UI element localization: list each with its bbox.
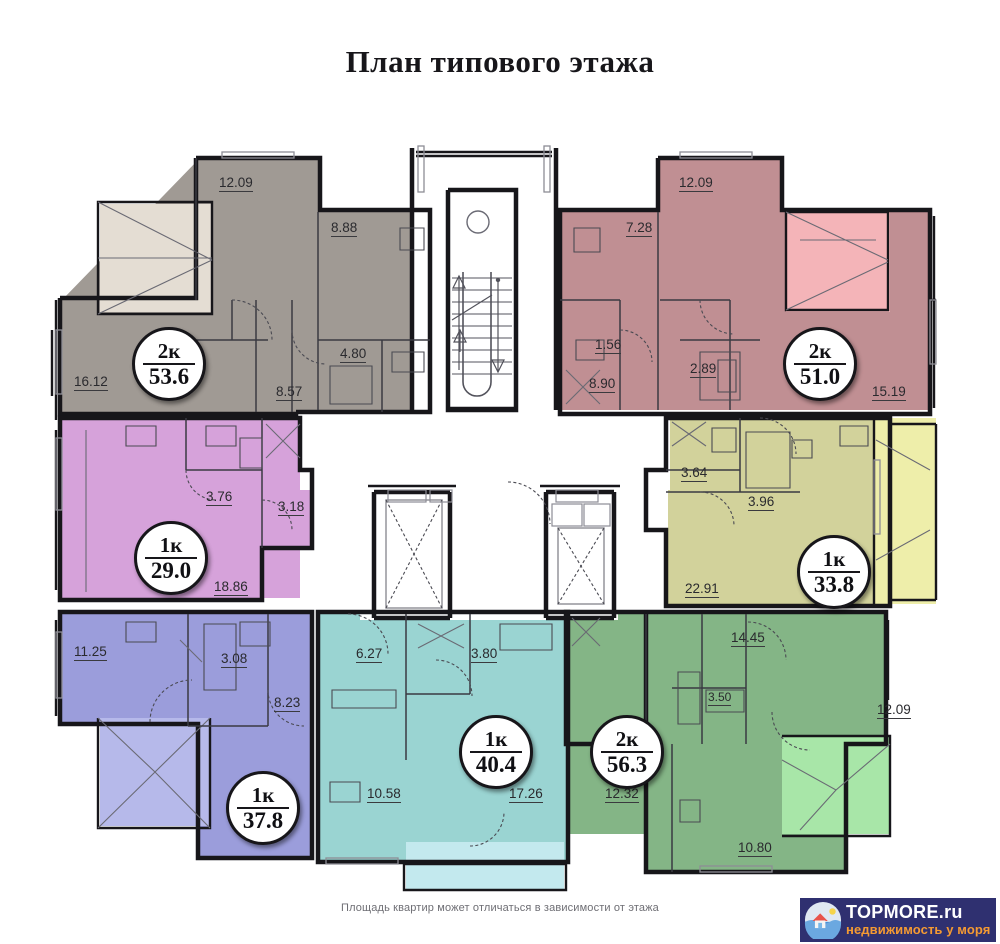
room-area-label: 4.80 bbox=[340, 346, 367, 363]
apartment-badge-bottom-left[interactable]: 1к 37.8 bbox=[226, 771, 300, 845]
badge-divider bbox=[145, 556, 197, 559]
badge-divider bbox=[143, 362, 195, 365]
elevator-shafts bbox=[385, 481, 611, 609]
badge-divider bbox=[808, 570, 860, 573]
watermark-text: TOPMORE.ru недвижимость у моря bbox=[846, 902, 991, 938]
apt-top-right-balcony bbox=[786, 212, 890, 312]
room-area-label: 6.27 bbox=[356, 646, 383, 663]
room-area-label: 12.09 bbox=[877, 702, 911, 719]
apt-top-left-fill-c bbox=[198, 160, 318, 310]
watermark-brand: TOPMORE.ru bbox=[846, 902, 963, 922]
room-area-label: 10.58 bbox=[367, 786, 401, 803]
apartment-badge-mid-right[interactable]: 1к 33.8 bbox=[797, 535, 871, 609]
badge-area-label: 53.6 bbox=[148, 363, 190, 389]
house-sea-circle-icon bbox=[804, 901, 842, 939]
apt-top-right-fill-b bbox=[660, 160, 782, 265]
watermark-tagline: недвижимость у моря bbox=[846, 922, 991, 937]
badge-rooms-label: 1к bbox=[484, 726, 508, 751]
core-mid-white bbox=[300, 410, 670, 490]
room-area-label: 11.25 bbox=[74, 644, 107, 661]
staircase-icon bbox=[451, 210, 512, 397]
room-area-label: 17.26 bbox=[509, 786, 543, 803]
badge-divider bbox=[470, 750, 522, 753]
room-area-label: 16.12 bbox=[74, 374, 108, 391]
room-area-label: 18.86 bbox=[214, 579, 248, 596]
room-area-label: 1.56 bbox=[595, 337, 622, 354]
room-area-label: 3.96 bbox=[748, 494, 775, 511]
room-area-label: 12.09 bbox=[219, 175, 253, 192]
room-area-label: 3.76 bbox=[206, 489, 233, 506]
badge-area-label: 37.8 bbox=[242, 807, 284, 833]
room-area-label: 8.23 bbox=[274, 695, 301, 712]
badge-area-label: 56.3 bbox=[606, 751, 648, 777]
elevator-shaft-left-icon bbox=[385, 499, 443, 609]
badge-rooms-label: 2к bbox=[615, 726, 639, 751]
apartment-badge-mid-left[interactable]: 1к 29.0 bbox=[134, 521, 208, 595]
room-area-label: 8.57 bbox=[276, 384, 303, 401]
room-area-label: 8.90 bbox=[589, 376, 616, 393]
room-area-label: 3.08 bbox=[221, 651, 248, 668]
badge-area-label: 51.0 bbox=[799, 363, 841, 389]
arrow-up-icon bbox=[452, 274, 467, 370]
apartment-badge-bottom-right[interactable]: 2к 56.3 bbox=[590, 715, 664, 789]
arrow-down-icon bbox=[491, 277, 505, 374]
room-area-label: 12.32 bbox=[605, 786, 639, 803]
room-area-label: 3.50 bbox=[708, 690, 732, 706]
internal-partitions bbox=[125, 158, 869, 872]
apt-top-left-fill-b bbox=[62, 300, 362, 412]
badge-area-label: 33.8 bbox=[813, 571, 855, 597]
badge-divider bbox=[237, 806, 289, 809]
apartment-badge-bottom-center[interactable]: 1к 40.4 bbox=[459, 715, 533, 789]
windows bbox=[55, 145, 937, 873]
watermark-badge[interactable]: TOPMORE.ru недвижимость у моря bbox=[800, 898, 996, 942]
page-title: План типового этажа bbox=[345, 44, 655, 79]
room-area-label: 15.19 bbox=[872, 384, 906, 401]
badge-rooms-label: 1к bbox=[251, 782, 275, 807]
room-area-label: 12.09 bbox=[679, 175, 713, 192]
room-area-label: 3.64 bbox=[681, 465, 708, 482]
badge-area-label: 29.0 bbox=[150, 557, 192, 583]
room-area-label: 14.45 bbox=[731, 630, 765, 647]
badge-rooms-label: 2к bbox=[157, 338, 181, 363]
apt-mid-right-balcony bbox=[874, 418, 936, 604]
room-area-label: 10.80 bbox=[738, 840, 772, 857]
room-area-label: 3.80 bbox=[471, 646, 498, 663]
badge-rooms-label: 1к bbox=[159, 532, 183, 557]
room-area-label: 3.18 bbox=[278, 499, 305, 516]
apartment-badge-top-right[interactable]: 2к 51.0 bbox=[783, 327, 857, 401]
footer-disclaimer: Площадь квартир может отличаться в завис… bbox=[341, 902, 659, 914]
badge-area-label: 40.4 bbox=[475, 751, 517, 777]
room-area-label: 8.88 bbox=[331, 220, 358, 237]
room-area-label: 2.89 bbox=[690, 361, 717, 378]
badge-rooms-label: 1к bbox=[822, 546, 846, 571]
apt-bottom-right-balcony bbox=[782, 736, 890, 834]
apt-bottom-center-balcony bbox=[406, 842, 564, 890]
room-area-label: 7.28 bbox=[626, 220, 653, 237]
badge-rooms-label: 2к bbox=[808, 338, 832, 363]
badge-divider bbox=[601, 750, 653, 753]
elevator-shaft-right-icon bbox=[557, 527, 605, 605]
core-lower-white bbox=[360, 480, 618, 620]
room-area-label: 22.91 bbox=[685, 581, 719, 598]
badge-divider bbox=[794, 362, 846, 365]
apartment-badge-top-left[interactable]: 2к 53.6 bbox=[132, 327, 206, 401]
